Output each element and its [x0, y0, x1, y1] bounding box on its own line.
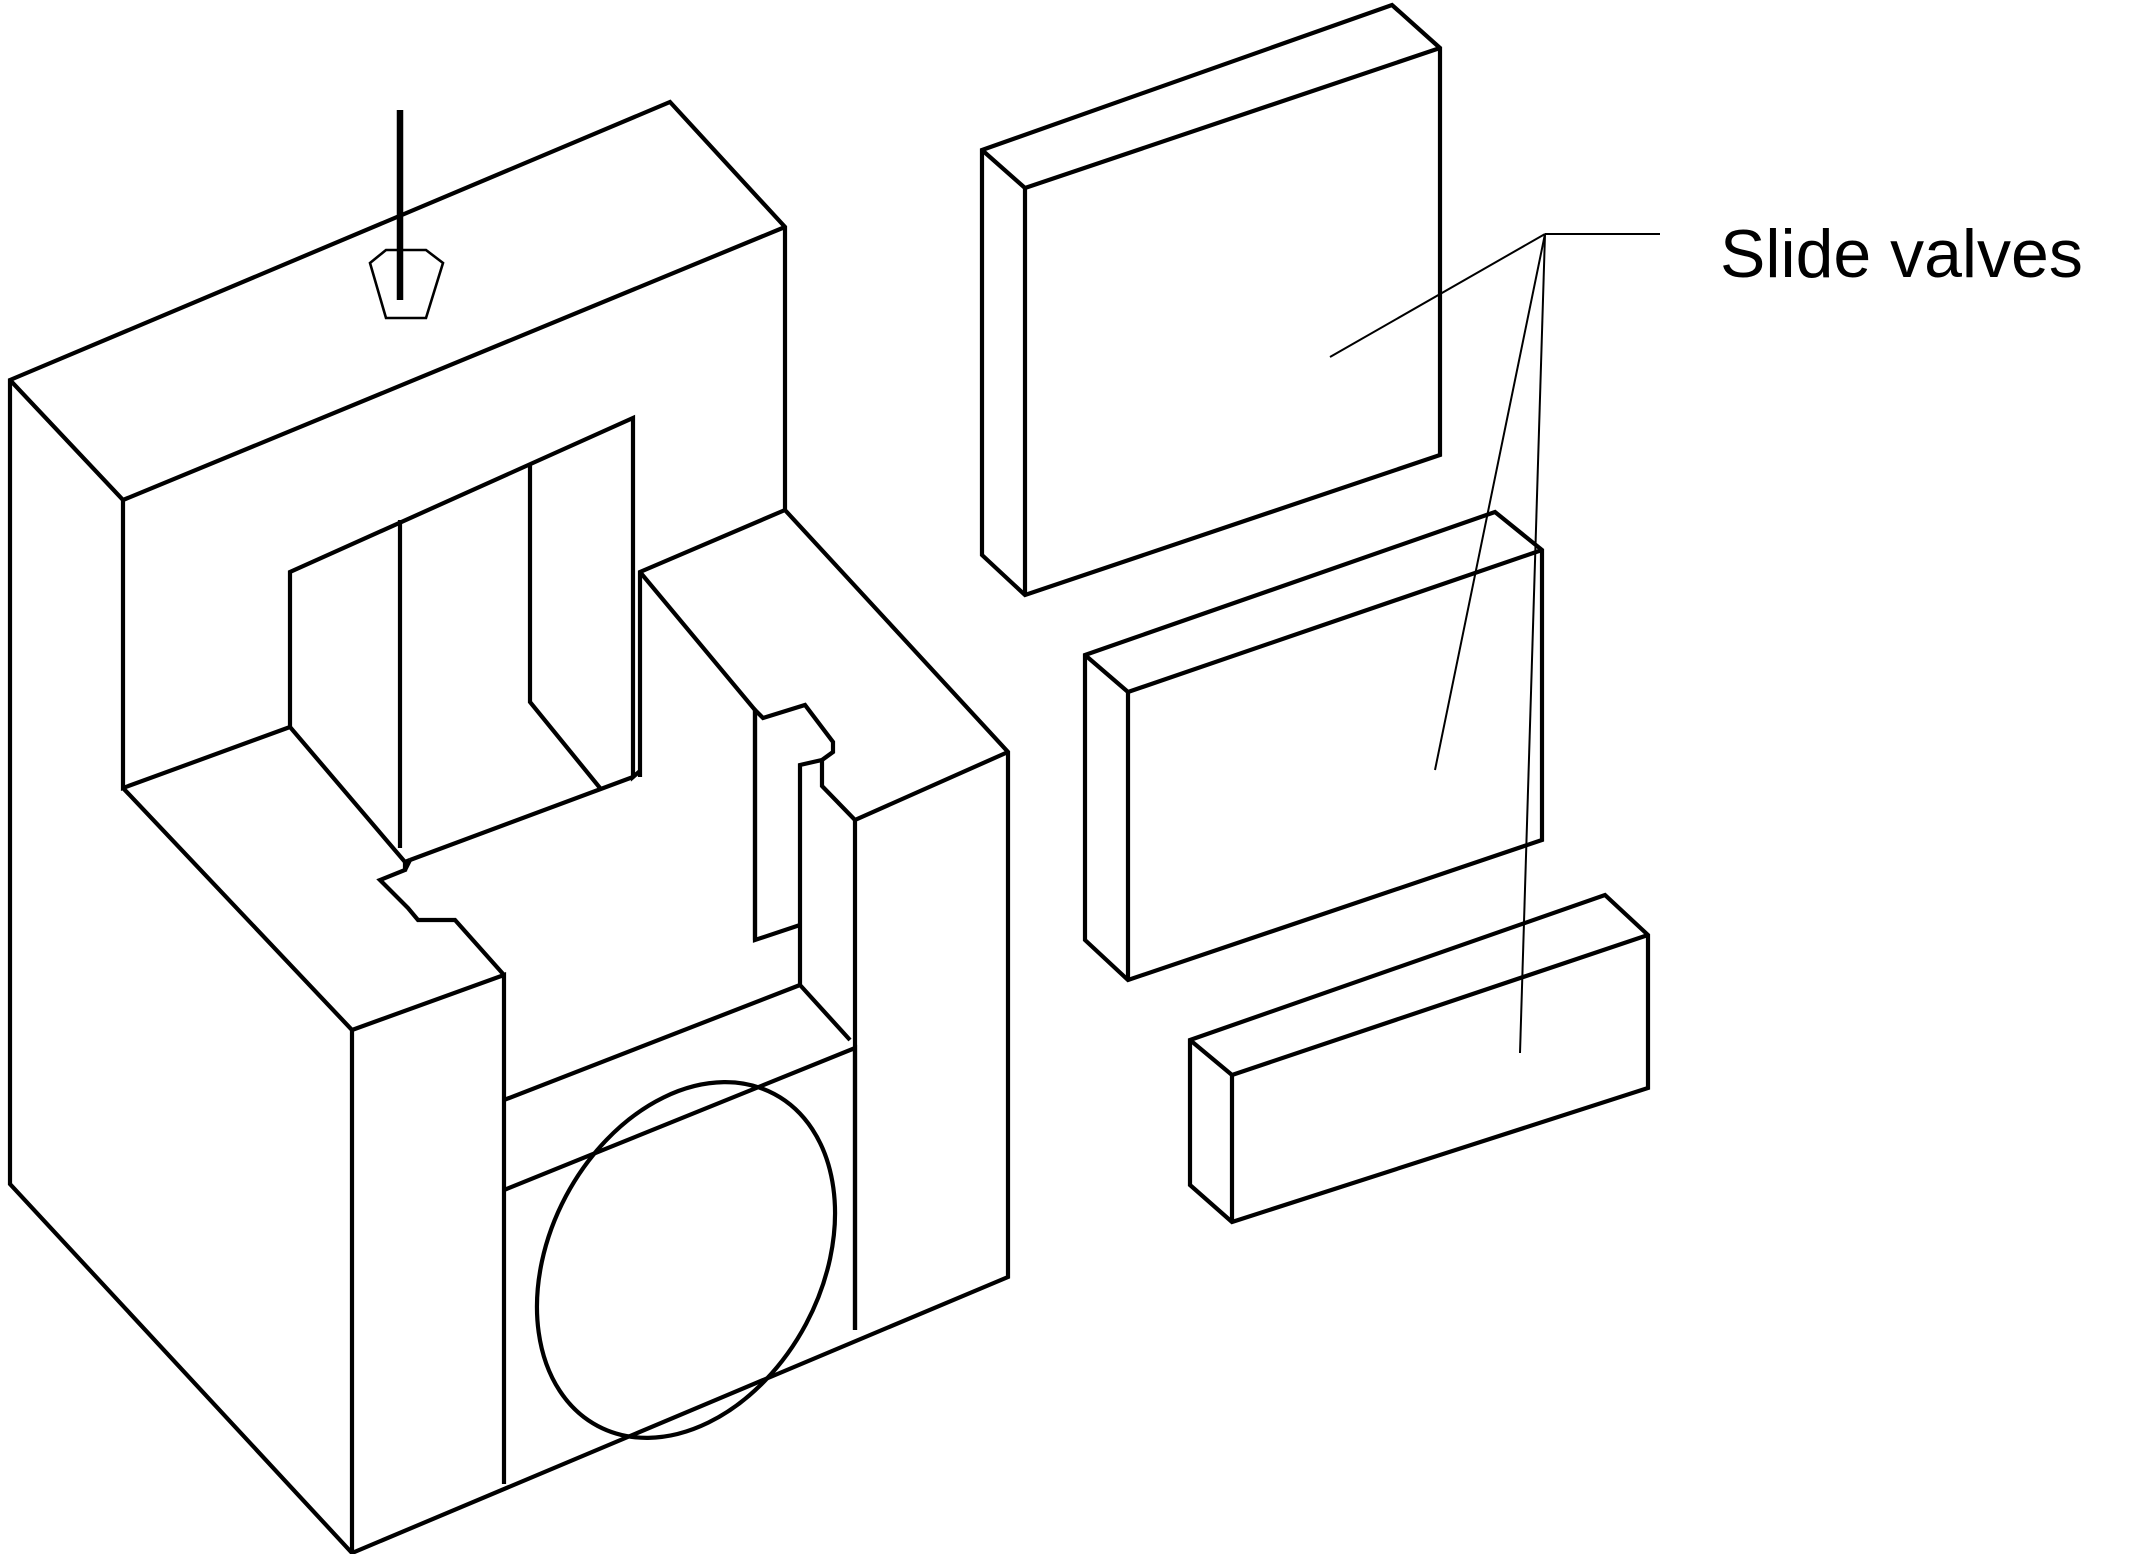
cavity-floor-edge	[409, 775, 634, 862]
housing-right-notch	[752, 702, 836, 943]
slide-valve-large-outline	[979, 2, 1443, 598]
cavity-back-corner	[527, 465, 602, 790]
slide-valve-small	[1187, 892, 1651, 1225]
housing-right-pillar-top	[797, 757, 857, 1042]
slide-valve-large	[979, 2, 1443, 598]
slide-valve-medium-outline	[1082, 509, 1545, 983]
slide-valve-small-outline	[1187, 892, 1651, 1225]
slide-valve-medium	[1082, 509, 1545, 983]
cavity-floor-lower	[503, 983, 801, 1102]
cavity-lower-floor	[403, 859, 412, 871]
housing-right-inner-edge	[637, 508, 786, 777]
housing-right-pillar	[852, 750, 1009, 1330]
cavity-left-wall	[288, 725, 411, 865]
callout-leaders	[1329, 233, 1660, 1054]
housing-opening-frame	[120, 414, 642, 792]
valve-housing	[7, 99, 1011, 1554]
leader-to-large-valve	[1329, 233, 1546, 358]
slide-valve-small-front-edge	[1188, 933, 1649, 1078]
housing-left-step	[351, 972, 507, 1484]
cavity-right-step	[638, 570, 758, 940]
slide-valve-medium-front-edge	[1083, 548, 1543, 695]
slide-valves-label: Slide valves	[1720, 216, 2083, 292]
housing-left-lower-block	[121, 786, 355, 1553]
housing-left-notch	[376, 862, 506, 977]
leader-to-medium-valve	[1434, 233, 1546, 771]
leader-to-small-valve	[1519, 233, 1546, 1054]
hexagon-nut-icon	[368, 248, 445, 320]
circular-port	[534, 1080, 838, 1440]
